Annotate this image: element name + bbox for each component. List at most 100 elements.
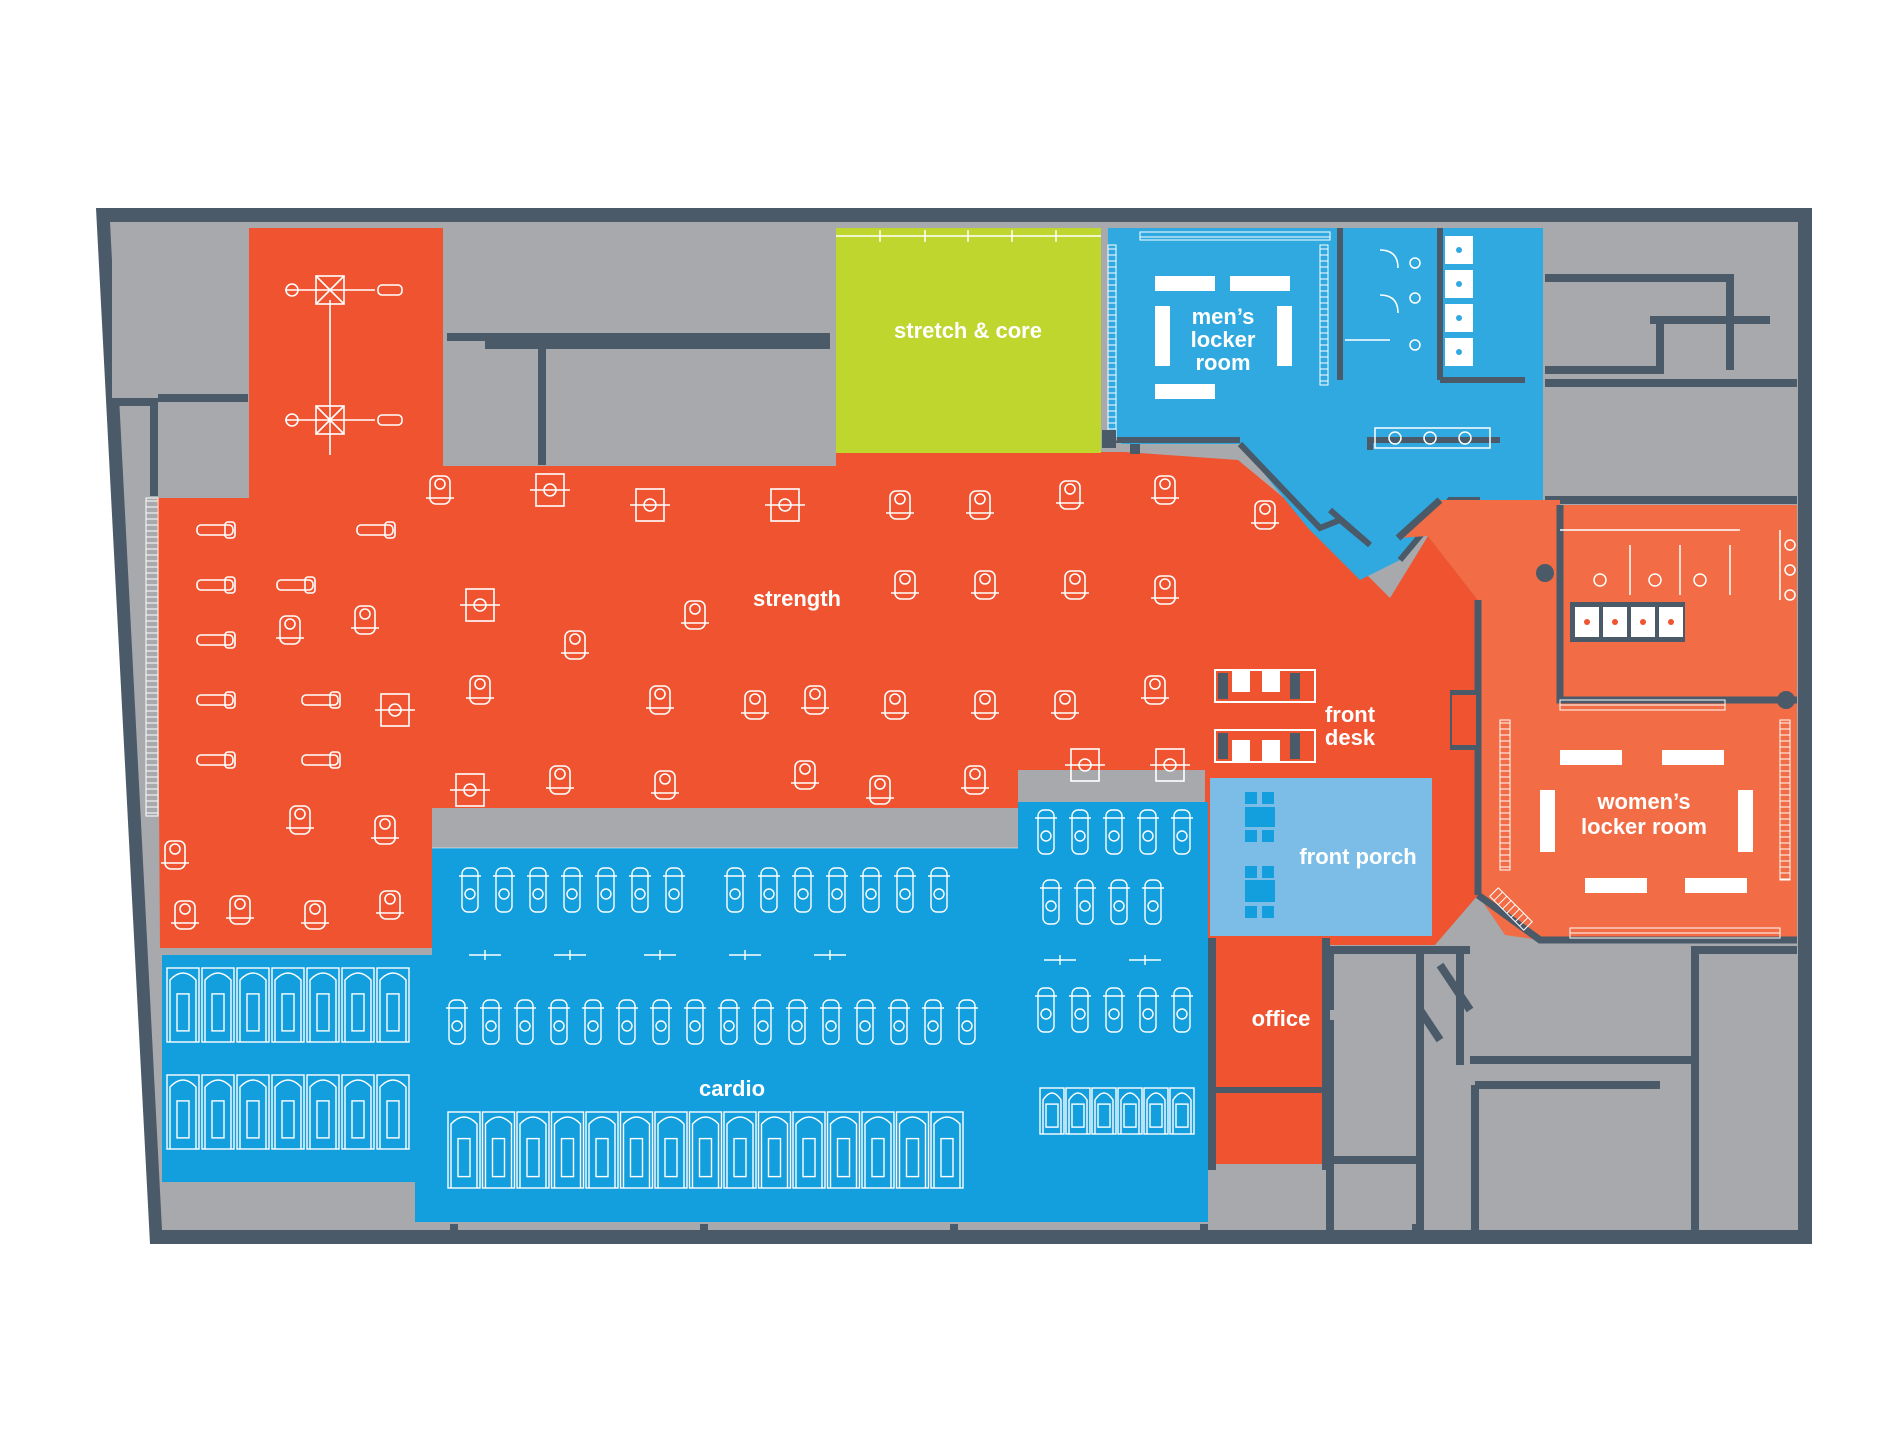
bike-icon: [1040, 879, 1062, 925]
front-desk-label-1: front: [1325, 702, 1376, 727]
porch-tables: [1245, 792, 1275, 918]
treadmill-icon: [654, 1111, 688, 1189]
bench-icon: [196, 521, 236, 539]
treadmill-icon: [166, 1074, 200, 1150]
bike-icon: [684, 999, 706, 1045]
rack-icon: [460, 588, 500, 622]
machine-icon: [1061, 570, 1089, 600]
machine-icon: [371, 815, 399, 845]
treadmill-icon: [201, 967, 235, 1043]
bike-icon: [629, 867, 651, 913]
bike-icon: [854, 999, 876, 1045]
womens-locker-label-1: women’s: [1596, 789, 1690, 814]
treadmill-icon: [930, 1111, 964, 1189]
stretch-core-label: stretch & core: [894, 318, 1042, 343]
strength-equipment: [161, 275, 1279, 930]
station-icon: [554, 950, 586, 960]
treadmill-icon: [341, 967, 375, 1043]
machine-icon: [351, 605, 379, 635]
machine-icon: [651, 770, 679, 800]
treadmill-icon: [201, 1074, 235, 1150]
bike-icon: [514, 999, 536, 1045]
machine-icon: [1151, 475, 1179, 505]
station-icon: [644, 950, 676, 960]
treadmill-icon: [1065, 1087, 1091, 1135]
mens-locker-label-3: room: [1196, 350, 1251, 375]
bike-icon: [1035, 809, 1057, 855]
rack-icon: [1065, 748, 1105, 782]
machine-icon: [1151, 575, 1179, 605]
bike-icon: [459, 867, 481, 913]
machine-icon: [801, 685, 829, 715]
womens-locker-label-2: locker room: [1581, 814, 1707, 839]
machine-icon: [961, 765, 989, 795]
bench-icon: [301, 751, 341, 769]
machine-icon: [1056, 480, 1084, 510]
treadmill-icon: [1091, 1087, 1117, 1135]
bike-icon: [493, 867, 515, 913]
mens-lockers: [1445, 236, 1473, 366]
stretch-core-area: [836, 228, 1101, 453]
machine-icon: [681, 600, 709, 630]
treadmill-icon: [826, 1111, 861, 1189]
rack-icon: [765, 488, 805, 522]
bike-icon: [894, 867, 916, 913]
machine-icon: [276, 615, 304, 645]
bike-icon: [1137, 987, 1159, 1033]
machine-icon: [1141, 675, 1169, 705]
machine-icon: [466, 675, 494, 705]
treadmill-icon: [306, 967, 340, 1043]
bench-icon: [196, 751, 236, 769]
bike-icon: [752, 999, 774, 1045]
bike-icon: [826, 867, 848, 913]
bike-icon: [1035, 987, 1057, 1033]
treadmill-icon: [585, 1111, 619, 1189]
machine-icon: [301, 900, 329, 930]
bike-icon: [1103, 987, 1125, 1033]
cardio-label: cardio: [699, 1076, 765, 1101]
treadmill-icon: [792, 1111, 826, 1189]
bike-icon: [860, 867, 882, 913]
treadmill-icon: [306, 1074, 340, 1150]
treadmill-icon: [1039, 1087, 1065, 1135]
front-desk-label-2: desk: [1325, 725, 1376, 750]
treadmill-icon: [271, 967, 305, 1043]
station-icon: [469, 950, 501, 960]
bike-icon: [1171, 987, 1193, 1033]
bike-icon: [820, 999, 842, 1045]
treadmill-icon: [861, 1111, 895, 1189]
bike-icon: [786, 999, 808, 1045]
bike-icon: [446, 999, 468, 1045]
bike-icon: [548, 999, 570, 1045]
mens-fixtures: [1345, 249, 1491, 449]
station-icon: [1044, 955, 1076, 965]
bike-icon: [718, 999, 740, 1045]
machine-icon: [966, 490, 994, 520]
womens-locker-area: [1398, 500, 1797, 940]
machine-icon: [891, 570, 919, 600]
treadmill-icon: [723, 1111, 757, 1189]
strength-label: strength: [753, 586, 841, 611]
station-icon: [814, 950, 846, 960]
machine-icon: [426, 475, 454, 505]
mens-locker-area: [1108, 228, 1543, 580]
bike-icon: [956, 999, 978, 1045]
rack-icon: [1150, 748, 1190, 782]
bike-icon: [724, 867, 746, 913]
machine-icon: [171, 900, 199, 930]
bench-icon: [276, 576, 316, 594]
mens-benches: [1155, 276, 1292, 399]
office-area: [1214, 944, 1324, 1164]
machine-icon: [161, 840, 189, 870]
machine-icon: [886, 490, 914, 520]
machine-icon: [1051, 690, 1079, 720]
bike-icon: [480, 999, 502, 1045]
mens-locker-label-2: locker: [1191, 327, 1256, 352]
treadmill-icon: [516, 1111, 550, 1189]
machine-icon: [881, 690, 909, 720]
bike-icon: [616, 999, 638, 1045]
machine-icon: [971, 690, 999, 720]
treadmill-icon: [1169, 1087, 1195, 1135]
treadmill-icon: [271, 1074, 305, 1150]
